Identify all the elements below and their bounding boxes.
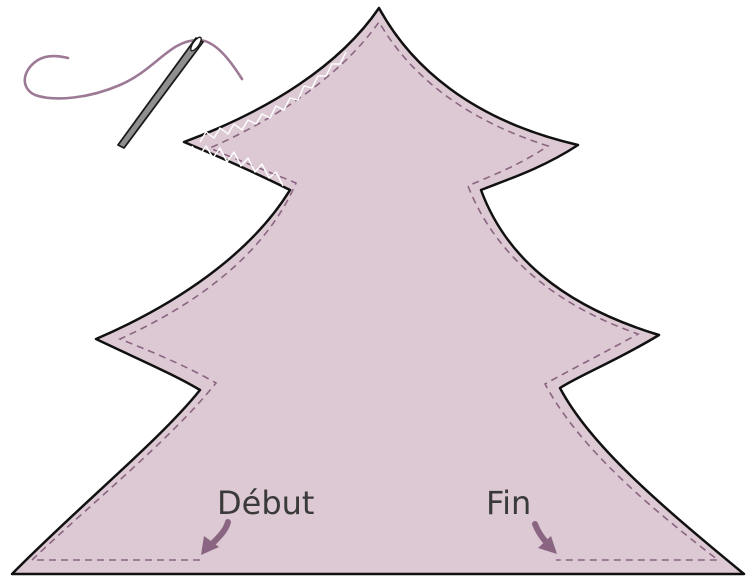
needle-icon	[118, 36, 203, 148]
start-label: Début	[217, 484, 314, 522]
thread	[25, 40, 242, 98]
fabric-tree-shape	[12, 8, 744, 574]
end-label: Fin	[486, 484, 531, 522]
